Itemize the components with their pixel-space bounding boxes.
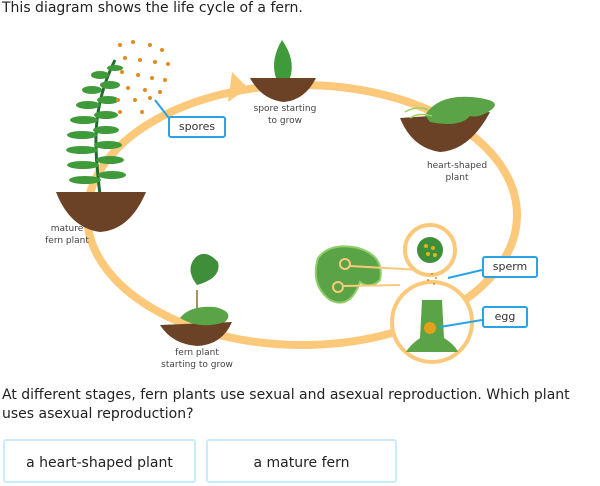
fern-life-cycle-diagram — [56, 40, 521, 364]
young-fern-illustration — [160, 253, 232, 346]
label-line: fern plant — [45, 236, 89, 246]
label-line: fern plant — [175, 348, 219, 358]
cycle-arrow-icon — [228, 72, 248, 102]
label-heart-shaped: heart-shaped plant — [412, 160, 502, 184]
label-mature-fern: mature fern plant — [22, 223, 112, 247]
label-line: plant — [445, 173, 469, 183]
label-line: heart-shaped — [426, 161, 488, 171]
heart-shaped-plant-illustration — [400, 96, 495, 152]
callout-spores: spores — [168, 116, 226, 138]
sperm-pointer — [447, 269, 483, 279]
label-line: mature — [50, 224, 84, 234]
spores-dots — [116, 40, 170, 114]
intro-text: This diagram shows the life cycle of a f… — [2, 0, 303, 16]
label-spore-growing: spore starting to grow — [240, 103, 330, 127]
label-fern-starting: fern plant starting to grow — [152, 347, 242, 371]
callout-egg: egg — [482, 306, 528, 328]
question-text: At different stages, fern plants use sex… — [2, 387, 570, 422]
gametophyte-closeup — [314, 223, 474, 364]
spore-growing-illustration — [250, 40, 316, 102]
egg-pointer — [439, 319, 483, 328]
label-line: to grow — [268, 116, 302, 126]
choice-mature-fern[interactable]: a mature fern — [206, 439, 397, 483]
choice-heart-shaped-plant[interactable]: a heart-shaped plant — [3, 439, 196, 483]
callout-sperm: sperm — [482, 256, 538, 278]
mature-fern-illustration — [56, 59, 146, 232]
label-line: spore starting — [253, 104, 317, 114]
label-line: starting to grow — [161, 360, 233, 370]
